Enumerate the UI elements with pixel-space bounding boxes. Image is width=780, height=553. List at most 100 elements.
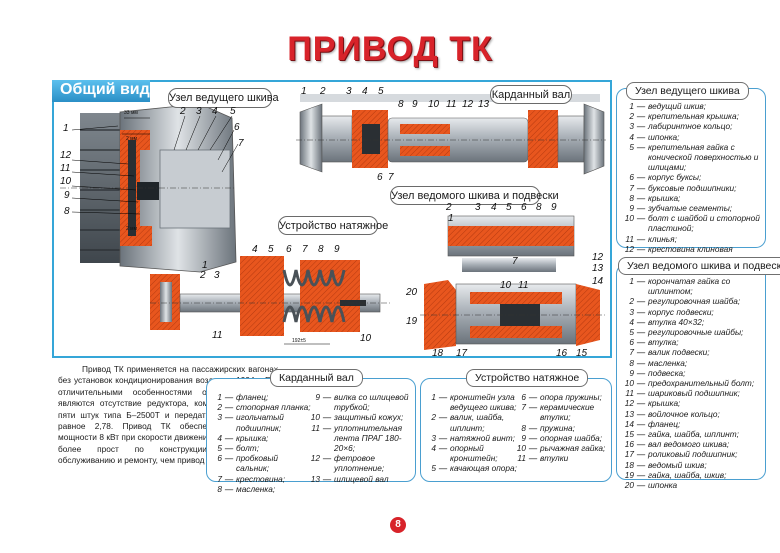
legend-item: 13—шлицевой вал: [306, 474, 414, 484]
legend-drive-pulley-list: 1—ведущий шкив;2—крепительная крышка;3—л…: [620, 101, 764, 254]
legend-item-number: 9: [629, 203, 634, 214]
legend-item-number: 4: [217, 432, 222, 443]
callout-driven: 1: [448, 213, 454, 224]
legend-item-text: предохранительный болт;: [648, 378, 755, 389]
legend-item-number: 1: [629, 101, 634, 111]
legend-item-dash: —: [636, 388, 646, 399]
legend-item-dash: —: [438, 443, 448, 454]
legend-item-dash: —: [438, 392, 448, 402]
callout-driven: 18: [432, 348, 444, 359]
legend-item-number: 12: [310, 453, 320, 464]
legend-item-dash: —: [636, 337, 646, 348]
callout-driven: 14: [592, 276, 604, 287]
legend-item-text: клинья;: [648, 233, 677, 244]
legend-item-text: фланец;: [236, 392, 269, 402]
callout-driven: 2: [446, 202, 452, 213]
legend-item-number: 8: [217, 483, 222, 494]
legend-item-dash: —: [636, 316, 646, 327]
legend-item-dash: —: [636, 141, 646, 152]
legend-item-text: игольчатый подшипник;: [236, 412, 284, 433]
legend-item-dash: —: [528, 453, 538, 464]
legend-item-number: 8: [629, 357, 634, 368]
legend-item-dash: —: [636, 459, 646, 470]
legend-item-dash: —: [636, 306, 646, 317]
legend-item-dash: —: [322, 453, 332, 464]
legend-item-text: крышка;: [648, 192, 681, 203]
legend-item-text: втулка;: [648, 337, 679, 348]
description-text: Привод ТК применяется на пассажирских ва…: [58, 364, 278, 466]
legend-item-number: 1: [431, 392, 436, 402]
legend-item-number: 17: [624, 449, 634, 460]
legend-item-text: защитный кожух;: [334, 412, 404, 423]
callout-driven: 17: [456, 348, 468, 359]
legend-item: 9—вилка со шлицевой трубкой;: [306, 392, 414, 412]
legend-item-text: крестовина клиновая: [648, 243, 733, 254]
legend-item: 9—подвеска;: [620, 368, 764, 378]
legend-item: 19—гайка, шайба, шкив;: [620, 470, 764, 480]
callout-tensioner: 6: [286, 244, 292, 255]
legend-item-text: качающая опора;: [450, 463, 517, 474]
legend-item-number: 14: [624, 418, 634, 429]
dimension-label: 192±5: [292, 338, 306, 344]
callout-cardan: 5: [378, 86, 384, 97]
legend-item-dash: —: [636, 213, 646, 224]
callout-driven: 3: [475, 202, 481, 213]
legend-item-number: 2: [629, 296, 634, 307]
legend-item: 4—втулка 40×32;: [620, 317, 764, 327]
legend-item: 1—ведущий шкив;: [620, 101, 764, 111]
legend-item-dash: —: [636, 296, 646, 307]
legend-item: 4—опорный кронштейн;: [422, 443, 518, 463]
legend-tensioner: [420, 378, 612, 482]
legend-item: 3—корпус подвески;: [620, 307, 764, 317]
legend-item: 1—кронштейн узла ведущего шкива;: [422, 392, 518, 412]
legend-item: 2—стопорная планка;: [208, 402, 312, 412]
callout-cardan: 13: [478, 99, 490, 110]
legend-item-dash: —: [224, 412, 234, 423]
legend-item-number: 7: [217, 473, 222, 484]
legend-item-dash: —: [528, 402, 538, 413]
caption-driven-pulley-unit: Узел ведомого шкива и подвески: [390, 186, 559, 205]
legend-item-number: 3: [217, 412, 222, 423]
callout-driven: 12: [592, 252, 604, 263]
legend-item-text: буксовые подшипники;: [648, 182, 737, 193]
legend-item-number: 4: [629, 316, 634, 327]
legend-item-dash: —: [636, 243, 646, 254]
legend-item-dash: —: [322, 412, 332, 423]
legend-item: 5—регулировочные шайбы;: [620, 327, 764, 337]
legend-item-text: натяжной винт;: [450, 432, 515, 443]
legend-item-number: 4: [431, 443, 436, 454]
legend-item-text: болт с шайбой и стопорной пластиной;: [648, 213, 760, 234]
callout-tensioner: 7: [302, 244, 308, 255]
legend-item: 7—буксовые подшипники;: [620, 183, 764, 193]
legend-item-number: 19: [624, 469, 634, 480]
legend-item-dash: —: [636, 378, 646, 389]
legend-item-text: рычажная гайка;: [540, 443, 606, 454]
callout-cardan: 8: [398, 99, 404, 110]
legend-item: 11—уплотнительная лента ПРАГ 180-20×6;: [306, 423, 414, 454]
legend-item-dash: —: [636, 111, 646, 122]
legend-item-number: 4: [629, 131, 634, 142]
legend-item-dash: —: [322, 422, 332, 433]
legend-item-number: 13: [624, 408, 634, 419]
legend-item-number: 10: [516, 443, 526, 454]
legend-item: 7—керамические втулки;: [512, 402, 610, 422]
legend-driven-pulley: [616, 264, 766, 480]
legend-item: 10—рычажная гайка;: [512, 443, 610, 453]
legend-item-number: 6: [521, 392, 526, 402]
legend-item-text: уплотнительная лента ПРАГ 180-20×6;: [334, 422, 403, 454]
legend-item: 7—крестовина;: [208, 474, 312, 484]
callout-general: 12: [60, 150, 72, 161]
legend-item-text: фетровое уплотнение;: [334, 453, 385, 474]
legend-item-number: 3: [431, 432, 436, 443]
legend-item-dash: —: [636, 357, 646, 368]
legend-item-number: 6: [629, 172, 634, 183]
dimension-label: 2 мм: [126, 226, 138, 232]
page-number: 8: [390, 517, 406, 533]
legend-item: 8—крышка;: [620, 193, 764, 203]
callout-driven: 10: [500, 280, 512, 291]
legend-item-dash: —: [636, 429, 646, 440]
legend-item-number: 6: [629, 337, 634, 348]
legend-item-dash: —: [636, 408, 646, 419]
callout-driven: 11: [518, 280, 529, 291]
